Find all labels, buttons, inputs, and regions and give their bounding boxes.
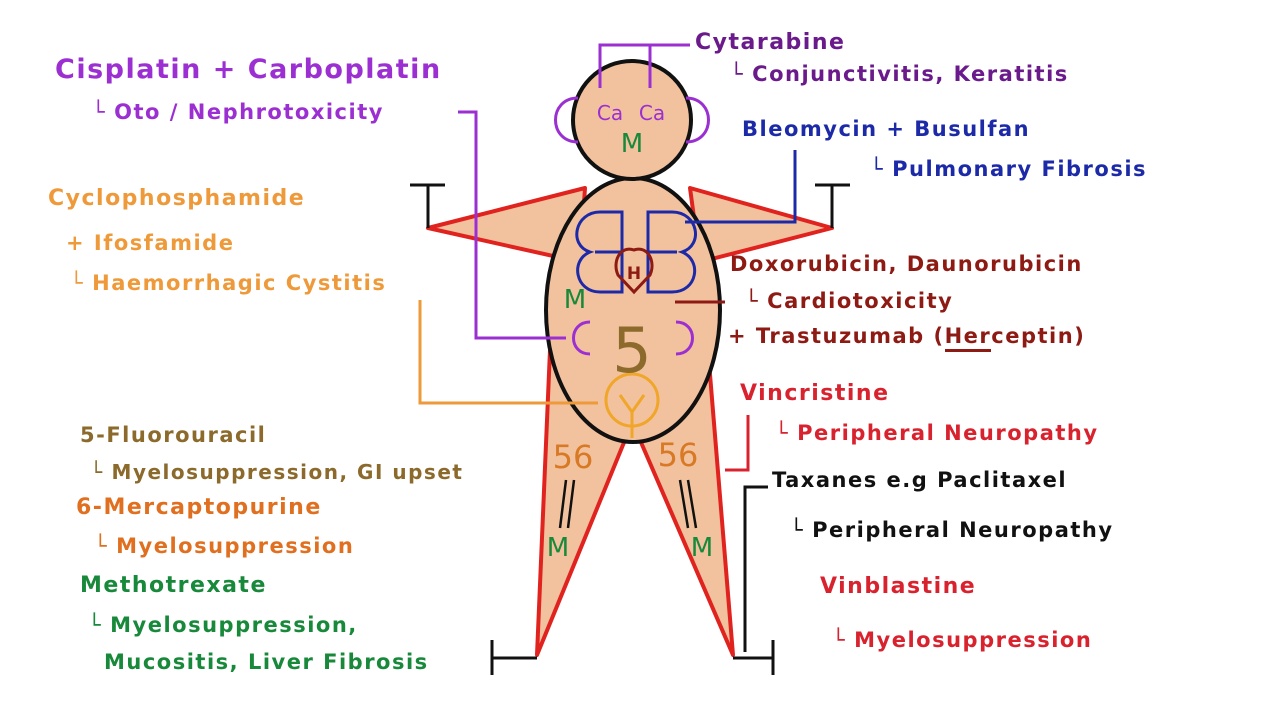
- left-leg-bracket: [490, 640, 537, 675]
- cyclophosphamide-effect: Haemorrhagic Cystitis: [70, 271, 386, 295]
- mercaptopurine-drug: 6-Mercaptopurine: [76, 495, 322, 520]
- right-leg-number: 56: [658, 436, 699, 474]
- cytarabine-drug: Cytarabine: [695, 30, 846, 55]
- right-ear-mark: [685, 96, 710, 144]
- left-leg-m-label: M: [547, 533, 569, 563]
- fluorouracil-drug: 5-Fluorouracil: [80, 423, 267, 447]
- left-kidney-mark: [572, 320, 591, 356]
- cytarabine-connector: [598, 43, 690, 88]
- doxorubicin-drug: Doxorubicin, Daunorubicin: [730, 252, 1083, 276]
- right-leg-bracket: [733, 640, 775, 675]
- left-leg-number: 56: [553, 438, 594, 476]
- right-arm-bracket: [815, 183, 850, 228]
- left-arm-bracket: [410, 183, 445, 228]
- methotrexate-effect-line2: Mucositis, Liver Fibrosis: [104, 650, 429, 674]
- left-ear-mark: [554, 96, 579, 144]
- head-ca-left: Ca: [597, 101, 623, 125]
- methotrexate-effect-line1: Myelosuppression,: [88, 613, 358, 637]
- cisplatin-connector: [458, 110, 566, 340]
- heart-label: H: [627, 264, 641, 284]
- cytarabine-effect: Conjunctivitis, Keratitis: [730, 62, 1069, 86]
- right-leg-bone: [678, 479, 698, 529]
- cyclophosphamide-connector: [418, 300, 598, 405]
- right-lung: [646, 210, 697, 294]
- vinblastine-effect: Myelosuppression: [832, 628, 1092, 652]
- head: [571, 59, 693, 181]
- taxanes-connector: [743, 485, 768, 652]
- ifosfamide-drug: + Ifosfamide: [66, 231, 235, 255]
- doxorubicin-effect: Cardiotoxicity: [745, 289, 953, 313]
- head-m-label: M: [621, 129, 643, 159]
- bleomycin-drug: Bleomycin + Busulfan: [742, 117, 1031, 141]
- vincristine-effect: Peripheral Neuropathy: [775, 421, 1099, 445]
- right-leg-m-label: M: [691, 533, 713, 563]
- heart-shape: [614, 247, 654, 295]
- mercaptopurine-effect: Myelosuppression: [94, 534, 354, 558]
- gut-m-label: M: [564, 285, 586, 315]
- fluorouracil-effect: Myelosuppression, GI upset: [90, 460, 463, 484]
- cisplatin-drug: Cisplatin + Carboplatin: [55, 54, 442, 85]
- herceptin-rest: ceptin): [991, 324, 1086, 348]
- left-leg-bone: [558, 479, 576, 529]
- herceptin-emphasis: Her: [944, 324, 992, 352]
- taxanes-effect: Peripheral Neuropathy: [790, 518, 1114, 542]
- vinblastine-drug: Vinblastine: [820, 574, 977, 599]
- cisplatin-effect: Oto / Nephrotoxicity: [92, 100, 384, 124]
- vincristine-connector: [725, 415, 750, 472]
- bleomycin-effect: Pulmonary Fibrosis: [870, 157, 1147, 181]
- head-ca-right: Ca: [639, 101, 665, 125]
- taxanes-drug: Taxanes e.g Paclitaxel: [772, 468, 1068, 492]
- gut-label: 5: [612, 314, 651, 387]
- vincristine-drug: Vincristine: [740, 381, 890, 406]
- urethra-mark: [618, 394, 646, 438]
- methotrexate-drug: Methotrexate: [80, 573, 267, 598]
- left-lung: [575, 210, 624, 294]
- cyclophosphamide-drug: Cyclophosphamide: [48, 186, 306, 211]
- right-kidney-mark: [675, 320, 694, 356]
- trastuzumab-prefix: + Trastuzumab (: [728, 324, 945, 348]
- bleomycin-connector: [685, 150, 797, 224]
- trastuzumab-line: + Trastuzumab (Herceptin): [728, 324, 1086, 352]
